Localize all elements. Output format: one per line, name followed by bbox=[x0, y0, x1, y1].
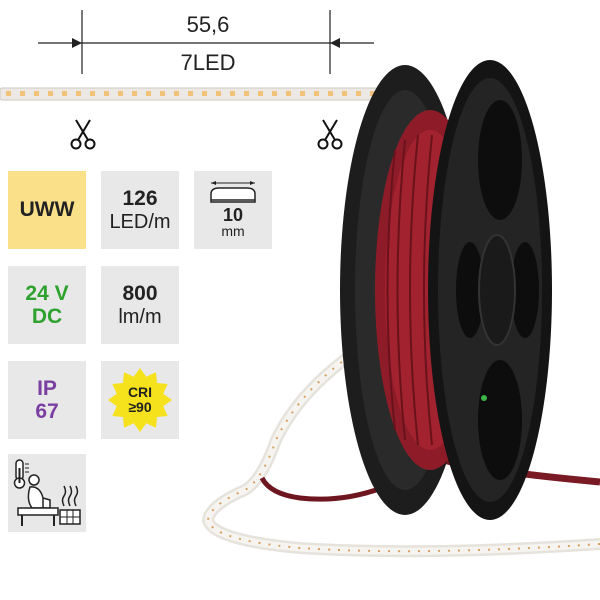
led-chip bbox=[160, 91, 165, 96]
led-chip bbox=[132, 91, 137, 96]
tile-luminous-flux: 800 lm/m bbox=[101, 266, 179, 344]
led-chip bbox=[118, 91, 123, 96]
tile-strip-width: 10 mm bbox=[194, 171, 272, 249]
led-chip bbox=[34, 91, 39, 96]
led-chip bbox=[300, 91, 305, 96]
led-chip bbox=[272, 91, 277, 96]
led-chip bbox=[202, 91, 207, 96]
led-chip bbox=[314, 91, 319, 96]
led-reel-image bbox=[201, 60, 600, 558]
led-strip-straight bbox=[0, 87, 380, 101]
color-temperature-label: UWW bbox=[19, 198, 75, 222]
led-chip bbox=[146, 91, 151, 96]
scissors-icon bbox=[70, 119, 96, 150]
tile-color-temperature: UWW bbox=[8, 171, 86, 249]
led-chip bbox=[258, 91, 263, 96]
led-chip bbox=[48, 91, 53, 96]
led-chip bbox=[356, 91, 361, 96]
strip-width-unit: mm bbox=[221, 223, 245, 240]
tile-led-density: 126 LED/m bbox=[101, 171, 179, 249]
voltage-value: 24 V bbox=[25, 281, 69, 305]
strip-width-value: 10 bbox=[222, 205, 244, 226]
led-chip bbox=[342, 91, 347, 96]
led-chip bbox=[244, 91, 249, 96]
led-chip bbox=[286, 91, 291, 96]
led-density-value: 126 bbox=[122, 187, 158, 211]
cri-badge: CRI ≥90 bbox=[107, 367, 173, 433]
cri-label: CRI bbox=[127, 384, 153, 401]
tile-ip-rating: IP 67 bbox=[8, 361, 86, 439]
led-chip bbox=[230, 91, 235, 96]
led-chip bbox=[370, 91, 375, 96]
led-chip bbox=[104, 91, 109, 96]
led-chip bbox=[174, 91, 179, 96]
ip-rating-value: 67 bbox=[35, 400, 59, 423]
luminous-flux-unit: lm/m bbox=[118, 305, 162, 328]
cri-value: ≥90 bbox=[128, 399, 152, 415]
led-density-unit: LED/m bbox=[109, 210, 171, 233]
led-chip bbox=[6, 91, 11, 96]
led-chip bbox=[62, 91, 67, 96]
led-chip bbox=[20, 91, 25, 96]
tile-sauna bbox=[8, 454, 86, 532]
strip-profile-icon bbox=[210, 181, 256, 204]
led-chip bbox=[216, 91, 221, 96]
sauna-icon bbox=[13, 459, 81, 526]
scissors-icon bbox=[317, 119, 343, 150]
led-chip bbox=[90, 91, 95, 96]
led-chip bbox=[188, 91, 193, 96]
tile-cri: CRI ≥90 bbox=[101, 361, 179, 439]
tile-voltage: 24 V DC bbox=[8, 266, 86, 344]
segment-led-count: 7LED bbox=[180, 50, 236, 75]
ip-rating-prefix: IP bbox=[37, 376, 57, 400]
voltage-type: DC bbox=[31, 305, 63, 328]
luminous-flux-value: 800 bbox=[122, 282, 158, 306]
led-chip bbox=[328, 91, 333, 96]
segment-length: 55,6 bbox=[186, 12, 230, 37]
cri-star-icon bbox=[108, 368, 172, 432]
led-chip bbox=[76, 91, 81, 96]
